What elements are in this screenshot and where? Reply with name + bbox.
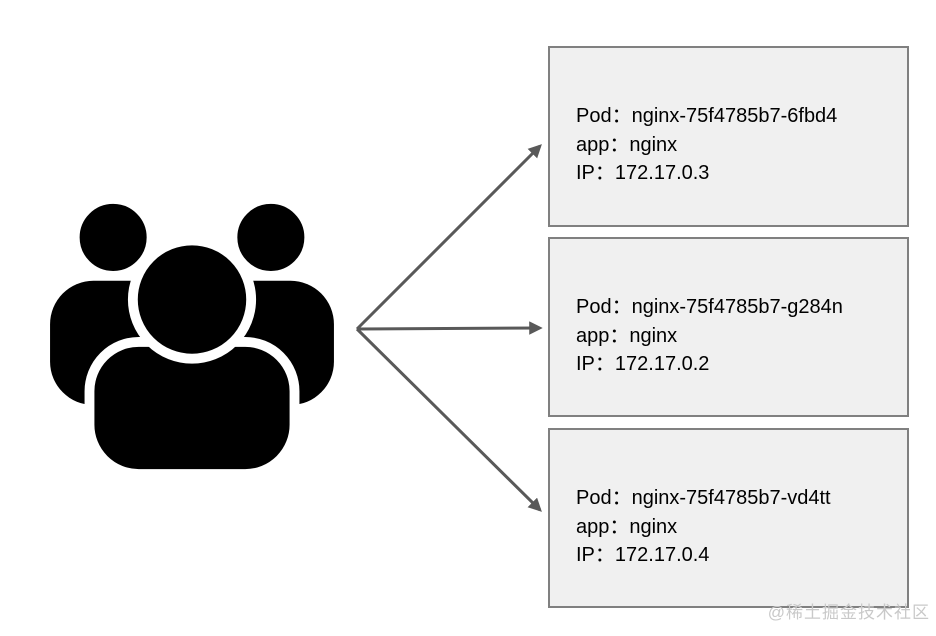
pod-name-line: Pod：nginx-75f4785b7-vd4tt bbox=[576, 487, 831, 509]
pod-app-line: app：nginx bbox=[576, 515, 678, 538]
pod-box-3: Pod：nginx-75f4785b7-vd4tt app：nginx IP：1… bbox=[548, 428, 909, 608]
pod-ip-line: IP：172.17.0.4 bbox=[576, 544, 710, 566]
pod-app-line: app：nginx bbox=[576, 324, 678, 347]
arrow-to-pod-3 bbox=[355, 327, 542, 512]
pod-box-2: Pod：nginx-75f4785b7-g284n app：nginx IP：1… bbox=[548, 237, 909, 417]
pod-box-1: Pod：nginx-75f4785b7-6fbd4 app：nginx IP：1… bbox=[548, 46, 909, 227]
watermark: @稀土掘金技术社区 bbox=[767, 603, 930, 622]
arrow-to-pod-1 bbox=[355, 144, 542, 331]
pod-ip-line: IP：172.17.0.2 bbox=[576, 353, 710, 375]
pod-name-line: Pod：nginx-75f4785b7-g284n bbox=[576, 296, 843, 318]
users-group-icon bbox=[50, 198, 334, 474]
pod-name-line: Pod：nginx-75f4785b7-6fbd4 bbox=[576, 105, 838, 127]
pod-ip-line: IP：172.17.0.3 bbox=[576, 162, 710, 184]
arrow-to-pod-2 bbox=[356, 321, 543, 335]
pod-app-line: app：nginx bbox=[576, 133, 678, 156]
